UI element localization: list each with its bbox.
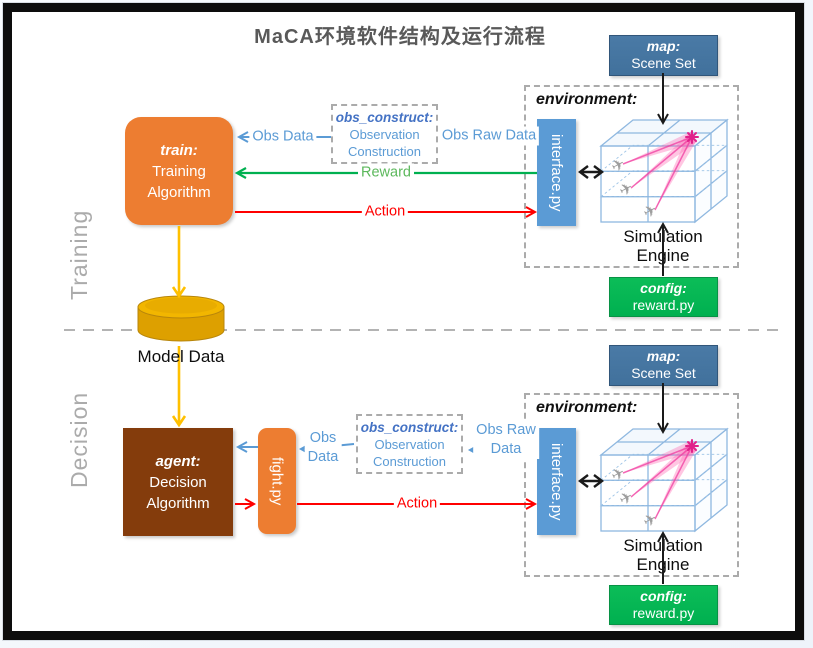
target-star-icon	[685, 130, 699, 144]
map-box-value: Scene Set	[631, 365, 696, 381]
svg-text:✈: ✈	[609, 464, 629, 485]
section-divider	[64, 329, 783, 331]
config-box-value: reward.py	[632, 605, 695, 621]
diagram-title: MaCA环境软件结构及运行流程	[254, 26, 546, 48]
interface-box-decision: interface.py	[537, 428, 576, 535]
beam-rays	[622, 136, 693, 211]
sim-engine-line2: Engine	[636, 555, 690, 574]
target-star-icon	[685, 439, 699, 453]
sim-engine-line1: Simulation	[623, 536, 703, 555]
sim-engine-line2: Engine	[636, 246, 690, 265]
obs-construct-box-training: obs_construct: Observation Construction	[331, 104, 438, 164]
simulation-cube-decision: ✈ ✈ ✈	[599, 427, 729, 533]
config-box-title: config:	[640, 588, 687, 604]
map-box-title: map:	[646, 38, 681, 54]
interface-label: interface.py	[548, 133, 565, 212]
section-label-decision: Decision	[66, 391, 92, 488]
obs-construct-title: obs_construct:	[335, 110, 434, 125]
fight-box-label: fight.py	[268, 456, 286, 506]
agent-box-line2: Algorithm	[146, 494, 210, 512]
fighter-jet-icons: ✈ ✈ ✈	[609, 464, 661, 531]
obs-data-label-decision: Obs Data	[304, 429, 342, 467]
reward-label: Reward	[358, 163, 414, 183]
map-box-title: map:	[646, 348, 681, 364]
environment-title: environment:	[536, 399, 638, 416]
agent-box: agent: Decision Algorithm	[123, 428, 233, 536]
obs-construct-box-decision: obs_construct: Observation Construction	[356, 414, 463, 474]
obs-raw-data-label-training: Obs Raw Data	[438, 126, 540, 146]
obs-raw-line2: Data	[490, 441, 522, 457]
environment-title: environment:	[536, 91, 638, 108]
svg-text:✈: ✈	[617, 179, 637, 200]
agent-box-title: agent:	[155, 452, 201, 470]
cube-layer-planes	[599, 453, 729, 507]
obs-construct-line2: Construction	[373, 454, 446, 469]
obs-data-line2: Data	[307, 449, 339, 465]
train-box-line2: Algorithm	[147, 183, 211, 201]
obs-raw-data-label-decision: Obs Raw Data	[473, 421, 539, 459]
obs-data-label-training: Obs Data	[249, 127, 317, 147]
section-label-training: Training	[66, 209, 92, 300]
simulation-engine-label-training: Simulation Engine	[606, 227, 720, 265]
train-box-line1: Training	[152, 162, 206, 180]
obs-construct-line2: Construction	[348, 144, 421, 159]
interface-label: interface.py	[548, 442, 565, 521]
simulation-cube-training: ✈ ✈ ✈	[599, 118, 729, 224]
svg-text:✈: ✈	[617, 488, 637, 509]
config-box-value: reward.py	[632, 297, 695, 313]
map-box-decision: map: Scene Set	[609, 345, 718, 386]
obs-construct-line1: Observation	[349, 127, 420, 142]
map-box-training: map: Scene Set	[609, 35, 718, 76]
obs-data-line1: Obs	[309, 430, 337, 446]
cube-layer-planes	[599, 144, 729, 198]
beam-rays	[622, 445, 693, 520]
obs-construct-line1: Observation	[374, 437, 445, 452]
environment-box-decision: environment:	[524, 393, 739, 577]
agent-box-line1: Decision	[149, 473, 207, 491]
obs-raw-line1: Obs Raw	[476, 422, 536, 438]
config-box-title: config:	[640, 280, 687, 296]
action-label-training: Action	[361, 202, 409, 222]
interface-box-training: interface.py	[537, 119, 576, 226]
train-box: train: Training Algorithm	[125, 117, 233, 225]
train-box-title: train:	[160, 141, 198, 159]
obs-construct-title: obs_construct:	[360, 420, 459, 435]
sim-engine-line1: Simulation	[623, 227, 703, 246]
model-data-cylinder-icon	[137, 295, 225, 342]
model-data-label: Model Data	[137, 347, 225, 366]
action-label-decision: Action	[393, 494, 441, 514]
fight-box: fight.py	[258, 428, 296, 534]
config-box-decision: config: reward.py	[609, 585, 718, 625]
simulation-engine-label-decision: Simulation Engine	[606, 536, 720, 574]
map-box-value: Scene Set	[631, 55, 696, 71]
config-box-training: config: reward.py	[609, 277, 718, 317]
svg-text:✈: ✈	[609, 155, 629, 176]
fighter-jet-icons: ✈ ✈ ✈	[609, 155, 661, 222]
